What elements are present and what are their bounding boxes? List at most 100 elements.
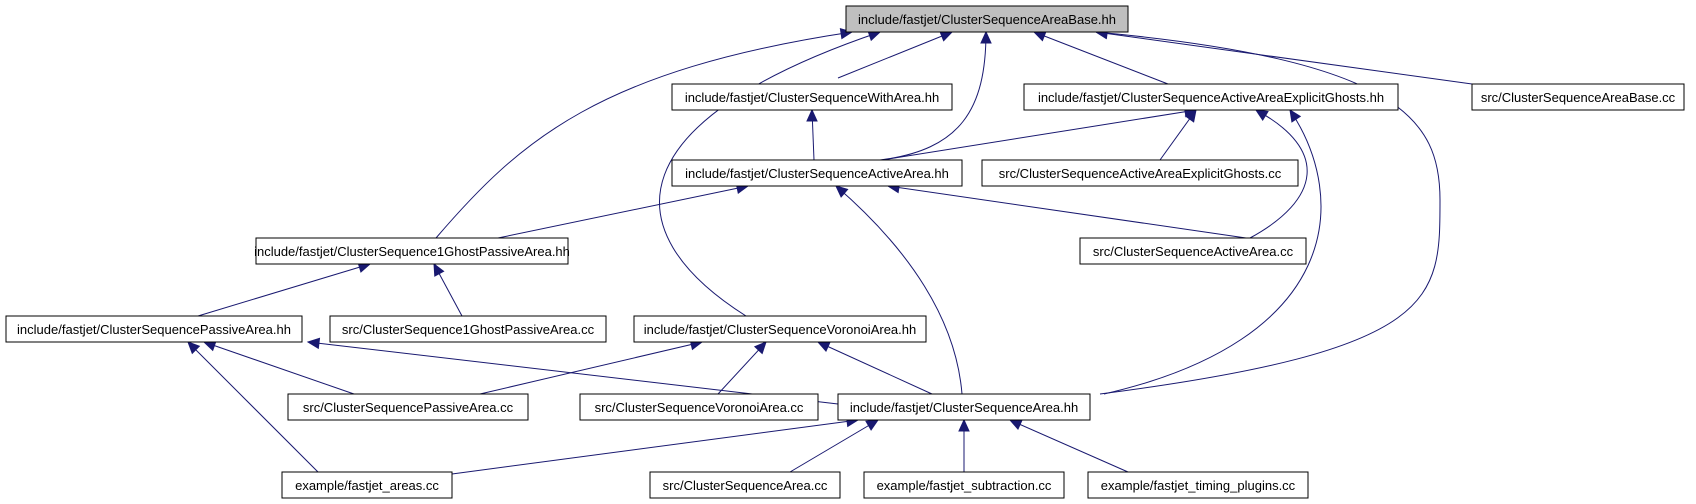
node-clustersequenceareabase-cc[interactable]: src/ClusterSequenceAreaBase.cc bbox=[1471, 83, 1685, 111]
node-clustersequencepassivearea-cc[interactable]: src/ClusterSequencePassiveArea.cc bbox=[287, 393, 529, 421]
arrowhead bbox=[1008, 419, 1023, 430]
node-fastjet-subtraction-cc[interactable]: example/fastjet_subtraction.cc bbox=[863, 471, 1065, 499]
edge-n14-to-n8 bbox=[187, 341, 319, 473]
node-clustersequencevoronoiarea-cc[interactable]: src/ClusterSequenceVoronoiArea.cc bbox=[579, 393, 819, 421]
edge-n13-to-n0 bbox=[1094, 27, 1441, 395]
edge-n7-to-n2 bbox=[1249, 109, 1308, 239]
edge-line bbox=[789, 419, 879, 473]
edge-n12-to-n10 bbox=[717, 341, 767, 395]
node-clustersequenceactiveareaexplicitghosts-cc[interactable]: src/ClusterSequenceActiveAreaExplicitGho… bbox=[981, 159, 1299, 187]
edge-n4-to-n0 bbox=[879, 30, 992, 161]
edge-n9-to-n6 bbox=[433, 262, 463, 317]
node-label: include/fastjet/ClusterSequenceArea.hh bbox=[850, 400, 1078, 415]
node-clustersequencearea-hh[interactable]: include/fastjet/ClusterSequenceArea.hh bbox=[837, 393, 1091, 421]
arrowhead bbox=[433, 262, 445, 277]
node-label: example/fastjet_subtraction.cc bbox=[877, 478, 1052, 493]
edge-line bbox=[659, 31, 881, 317]
arrowhead bbox=[1254, 109, 1269, 121]
edge-n6-to-n4 bbox=[497, 182, 750, 239]
edge-n3-to-n0 bbox=[1094, 27, 1473, 85]
node-label: src/ClusterSequenceAreaBase.cc bbox=[1481, 90, 1676, 105]
edge-n2-to-n0 bbox=[1032, 30, 1169, 85]
node-label: example/fastjet_timing_plugins.cc bbox=[1101, 478, 1296, 493]
edge-line bbox=[497, 185, 749, 239]
edge-n1-to-n0 bbox=[837, 30, 954, 79]
edge-line bbox=[887, 185, 1247, 239]
node-label: example/fastjet_areas.cc bbox=[295, 478, 439, 493]
edge-line bbox=[203, 341, 355, 395]
node-fastjet-areas-cc[interactable]: example/fastjet_areas.cc bbox=[281, 471, 453, 499]
edge-line bbox=[1009, 419, 1129, 473]
edge-line bbox=[879, 31, 987, 161]
node-clustersequenceactivearea-hh[interactable]: include/fastjet/ClusterSequenceActiveAre… bbox=[671, 159, 963, 187]
edge-n17-to-n13 bbox=[1008, 419, 1129, 473]
edge-n8-to-n6 bbox=[197, 261, 372, 317]
node-clustersequencepassivearea-hh[interactable]: include/fastjet/ClusterSequencePassiveAr… bbox=[5, 315, 303, 343]
node-label: src/ClusterSequenceVoronoiArea.cc bbox=[595, 400, 804, 415]
edge-line bbox=[1095, 31, 1473, 85]
node-label: include/fastjet/ClusterSequenceVoronoiAr… bbox=[644, 322, 916, 337]
edge-line bbox=[187, 341, 319, 473]
edge-line bbox=[451, 419, 859, 475]
edge-line bbox=[1103, 109, 1322, 395]
arrowhead bbox=[1032, 30, 1047, 42]
arrowhead bbox=[865, 419, 880, 431]
node-label: src/ClusterSequenceActiveAreaExplicitGho… bbox=[999, 166, 1282, 181]
edge-line bbox=[817, 341, 933, 395]
arrowhead bbox=[187, 341, 201, 355]
edge-line bbox=[717, 341, 767, 395]
node-clustersequence1ghostpassivearea-cc[interactable]: src/ClusterSequence1GhostPassiveArea.cc bbox=[329, 315, 607, 343]
edge-n15-to-n13 bbox=[789, 419, 880, 473]
node-label: include/fastjet/ClusterSequenceAreaBase.… bbox=[858, 12, 1116, 27]
arrowhead bbox=[1184, 109, 1197, 123]
edge-n4-to-n1 bbox=[806, 108, 818, 161]
node-clustersequenceareabase-hh[interactable]: include/fastjet/ClusterSequenceAreaBase.… bbox=[845, 5, 1129, 33]
nodes-layer: include/fastjet/ClusterSequenceAreaBase.… bbox=[5, 5, 1685, 499]
arrowhead bbox=[753, 341, 767, 355]
edge-line bbox=[881, 109, 1197, 161]
edge-n11-to-n10 bbox=[479, 338, 704, 395]
edge-n13-to-n10 bbox=[816, 341, 933, 395]
arrowhead bbox=[939, 30, 954, 42]
node-fastjet-timing-plugins-cc[interactable]: example/fastjet_timing_plugins.cc bbox=[1087, 471, 1309, 499]
node-label: src/ClusterSequenceArea.cc bbox=[663, 478, 828, 493]
edge-n11-to-n8 bbox=[202, 340, 355, 395]
edge-line bbox=[835, 185, 963, 395]
node-clustersequenceactiveareaexplicitghosts-hh[interactable]: include/fastjet/ClusterSequenceActiveAre… bbox=[1023, 83, 1399, 111]
edge-n5-to-n2 bbox=[1159, 109, 1197, 161]
edge-n7-to-n4 bbox=[886, 181, 1247, 239]
node-clustersequencearea-cc[interactable]: src/ClusterSequenceArea.cc bbox=[649, 471, 841, 499]
edge-n16-to-n13 bbox=[958, 418, 970, 472]
edge-line bbox=[1095, 31, 1441, 395]
edge-n14-to-n13 bbox=[451, 415, 860, 475]
edge-line bbox=[1033, 31, 1169, 85]
arrowhead bbox=[835, 185, 849, 198]
node-clustersequence1ghostpassivearea-hh[interactable]: include/fastjet/ClusterSequence1GhostPas… bbox=[254, 237, 570, 265]
arrowhead bbox=[958, 418, 970, 432]
edge-n4-to-n2 bbox=[881, 106, 1198, 161]
node-label: include/fastjet/ClusterSequencePassiveAr… bbox=[17, 322, 291, 337]
node-label: include/fastjet/ClusterSequence1GhostPas… bbox=[254, 244, 570, 259]
node-label: include/fastjet/ClusterSequenceActiveAre… bbox=[1038, 90, 1384, 105]
edge-line bbox=[197, 263, 371, 317]
arrowhead bbox=[816, 341, 831, 352]
arrowhead bbox=[980, 30, 992, 44]
node-clustersequencevoronoiarea-hh[interactable]: include/fastjet/ClusterSequenceVoronoiAr… bbox=[633, 315, 927, 343]
arrowhead bbox=[306, 337, 321, 350]
arrowhead bbox=[1289, 108, 1302, 123]
edge-line bbox=[479, 341, 703, 395]
node-clustersequenceactivearea-cc[interactable]: src/ClusterSequenceActiveArea.cc bbox=[1079, 237, 1307, 265]
edge-n13-to-n2 bbox=[1103, 108, 1322, 395]
node-clustersequencewitharea-hh[interactable]: include/fastjet/ClusterSequenceWithArea.… bbox=[671, 83, 953, 111]
arrowhead bbox=[806, 108, 818, 122]
node-label: include/fastjet/ClusterSequenceActiveAre… bbox=[685, 166, 949, 181]
node-label: src/ClusterSequencePassiveArea.cc bbox=[303, 400, 514, 415]
edge-line bbox=[837, 31, 953, 79]
edge-line bbox=[1249, 109, 1308, 239]
node-label: include/fastjet/ClusterSequenceWithArea.… bbox=[685, 90, 939, 105]
node-label: src/ClusterSequence1GhostPassiveArea.cc bbox=[342, 322, 595, 337]
edge-n6-to-n0 bbox=[435, 27, 854, 239]
edge-line bbox=[435, 31, 853, 239]
edge-n13-to-n4 bbox=[835, 185, 963, 395]
